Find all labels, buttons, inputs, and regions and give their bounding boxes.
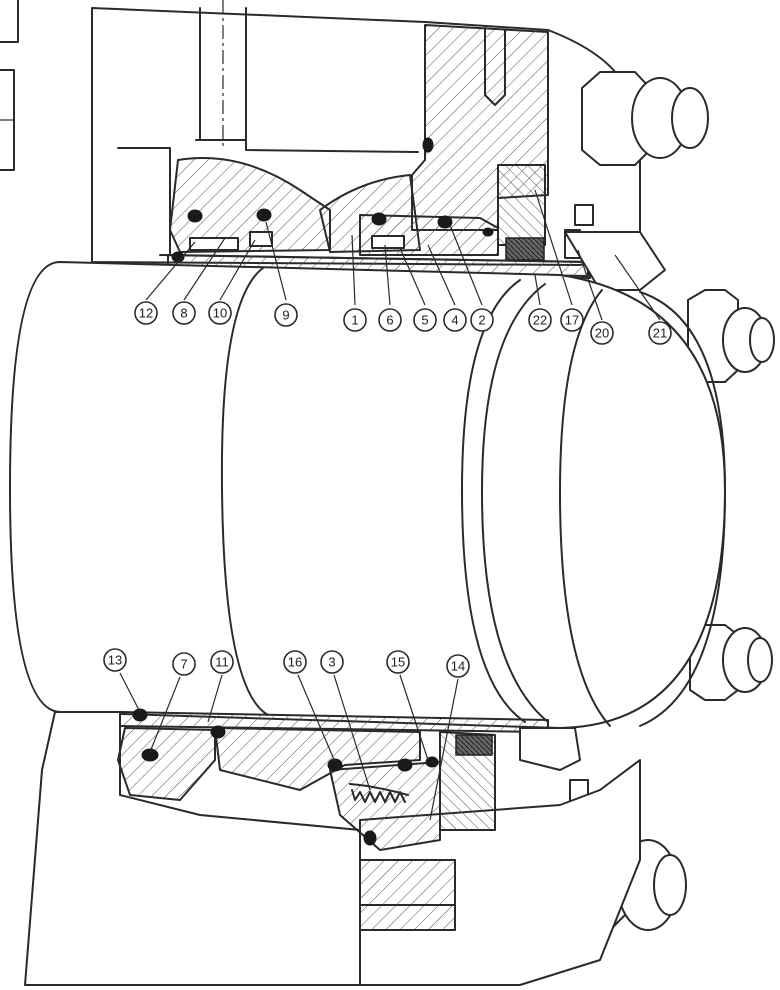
left-fragment	[0, 0, 19, 171]
callout-2: 2	[449, 224, 494, 332]
callout-label: 13	[108, 653, 122, 668]
callout-label: 21	[653, 326, 667, 341]
callout-7: 7	[149, 652, 196, 753]
callout-20: 20	[577, 249, 614, 345]
callout-label: 9	[282, 308, 289, 323]
callout-label: 4	[451, 313, 458, 328]
callout-5: 5	[399, 247, 437, 332]
callout-21: 21	[614, 254, 672, 345]
callout-label: 16	[288, 655, 302, 670]
callout-label: 12	[139, 306, 153, 321]
lower-o-rings	[132, 708, 439, 846]
callout-16: 16	[283, 650, 336, 763]
callout-label: 8	[180, 306, 187, 321]
callout-label: 1	[351, 313, 358, 328]
callout-label: 20	[595, 326, 609, 341]
lower-seal-parts	[117, 711, 581, 851]
callout-4: 4	[427, 244, 467, 332]
callout-6: 6	[378, 244, 402, 332]
sleeve-cylinder	[9, 261, 726, 729]
callout-17: 17	[534, 189, 584, 332]
callout-label: 15	[391, 655, 405, 670]
callout-label: 3	[328, 655, 335, 670]
callout-label: 14	[451, 659, 465, 674]
callout-9: 9	[265, 221, 298, 327]
callout-22: 22	[528, 274, 552, 332]
callout-8: 8	[172, 237, 226, 325]
callout-label: 2	[478, 313, 485, 328]
callout-1: 1	[343, 234, 367, 332]
callout-15: 15	[386, 650, 429, 761]
callout-11: 11	[207, 650, 234, 723]
callout-label: 10	[213, 306, 227, 321]
callout-label: 22	[533, 313, 547, 328]
callout-13: 13	[103, 648, 141, 713]
callout-label: 6	[386, 313, 393, 328]
callout-label: 11	[215, 655, 229, 670]
callout-12: 12	[134, 241, 196, 325]
callout-14: 14	[429, 654, 470, 821]
callout-label: 5	[421, 313, 428, 328]
callout-label: 7	[180, 657, 187, 672]
upper-o-rings	[171, 137, 494, 263]
callout-10: 10	[208, 239, 256, 325]
callout-3: 3	[320, 650, 371, 791]
upper-seal-parts	[159, 157, 666, 291]
callout-label: 17	[565, 313, 579, 328]
